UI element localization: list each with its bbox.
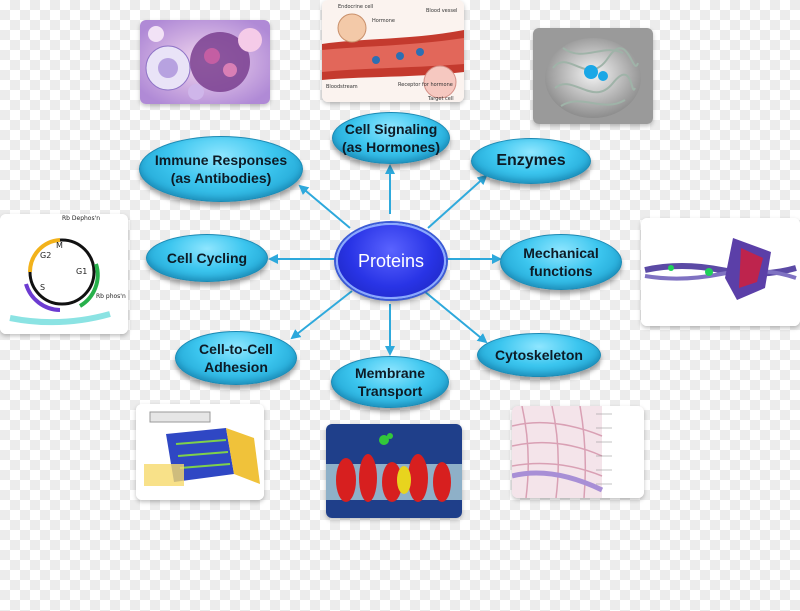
cell-to-cell-adhesion-label: Cell-to-Cell Adhesion: [199, 341, 273, 375]
cell-signaling-label: Cell Signaling (as Hormones): [341, 121, 441, 155]
node-cell-to-cell-adhesion: Cell-to-Cell Adhesion: [175, 331, 297, 385]
proteins-center-node: Proteins: [336, 223, 446, 299]
blood-vessel-text: Blood vessel: [426, 8, 457, 14]
arrow-to-adhesion: [290, 290, 353, 340]
phase-s-text: S: [40, 283, 45, 292]
receptor-text: Receptor for hormone: [398, 82, 453, 88]
cell-cycle-image: Rb Dephos'n M G2 G1 S Rb phos'n: [0, 214, 128, 334]
node-cytoskeleton: Cytoskeleton: [477, 333, 601, 377]
node-cell-signaling: Cell Signaling (as Hormones): [332, 112, 450, 164]
arrow-to-enzymes: [427, 174, 488, 229]
cell-cycling-label: Cell Cycling: [166, 250, 248, 266]
node-cell-cycling: Cell Cycling: [146, 234, 268, 282]
node-mechanical-functions: Mechanical functions: [500, 234, 622, 290]
immune-responses-label: Immune Responses (as Antibodies): [154, 152, 288, 186]
mechanical-functions-label: Mechanical functions: [523, 245, 599, 279]
node-membrane-transport: Membrane Transport: [331, 356, 449, 408]
hormone-text: Hormone: [372, 18, 395, 24]
target-cell-text: Target cell: [427, 96, 454, 102]
rb-phos-text: Rb phos'n: [96, 293, 126, 300]
node-immune-responses: Immune Responses (as Antibodies): [139, 136, 303, 202]
cytoskeleton-image: [512, 406, 644, 498]
hormone-signaling-image: Endocrine cell Hormone Blood vessel Rece…: [322, 0, 464, 102]
node-enzymes: Enzymes: [471, 138, 591, 184]
membrane-transport-label: Membrane Transport: [354, 365, 426, 399]
enzyme-structure-image: [533, 28, 653, 124]
immune-cells-image: [140, 20, 270, 104]
phase-m-text: M: [56, 241, 63, 250]
phase-g2-text: G2: [40, 251, 51, 260]
arrow-to-cytoskeleton: [423, 290, 488, 344]
arrow-to-immune: [298, 184, 351, 229]
endocrine-cell-text: Endocrine cell: [338, 4, 373, 10]
proteins-label: Proteins: [357, 250, 425, 271]
bloodstream-text: Bloodstream: [326, 84, 358, 90]
enzymes-label: Enzymes: [496, 152, 566, 169]
rb-dephos-text: Rb Dephos'n: [62, 215, 100, 222]
cell-adhesion-image: [136, 404, 264, 500]
membrane-transport-image: [326, 424, 462, 518]
mechanical-protein-image: [641, 218, 800, 326]
phase-g1-text: G1: [76, 267, 87, 276]
cytoskeleton-label: Cytoskeleton: [495, 347, 583, 363]
